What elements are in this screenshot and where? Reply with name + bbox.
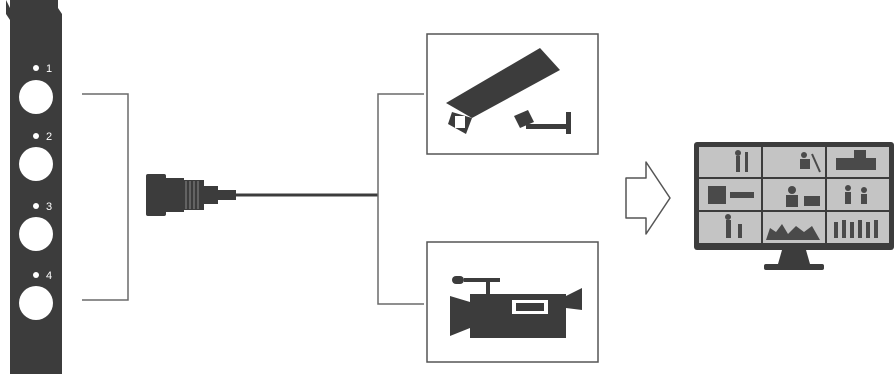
security-camera-icon	[446, 48, 571, 134]
port-1-label: 1	[46, 63, 52, 75]
arrow-right-icon	[625, 161, 671, 235]
source-bracket-line	[377, 93, 424, 305]
port-bracket-line	[82, 93, 129, 301]
port-4[interactable]: 4	[19, 270, 53, 320]
camcorder-box[interactable]	[426, 241, 599, 363]
port-2[interactable]: 2	[19, 131, 53, 181]
security-camera-box[interactable]	[426, 33, 599, 155]
capture-card-bracket: 1 2 3 4	[6, 0, 62, 374]
port-2-label: 2	[46, 131, 52, 143]
bnc-connector-icon	[146, 174, 236, 216]
port-1[interactable]: 1	[19, 63, 53, 114]
port-3[interactable]: 3	[19, 201, 53, 251]
port-3-label: 3	[46, 201, 52, 213]
monitor-icon	[694, 142, 894, 270]
camcorder-icon	[450, 276, 582, 338]
port-4-label: 4	[46, 270, 52, 282]
